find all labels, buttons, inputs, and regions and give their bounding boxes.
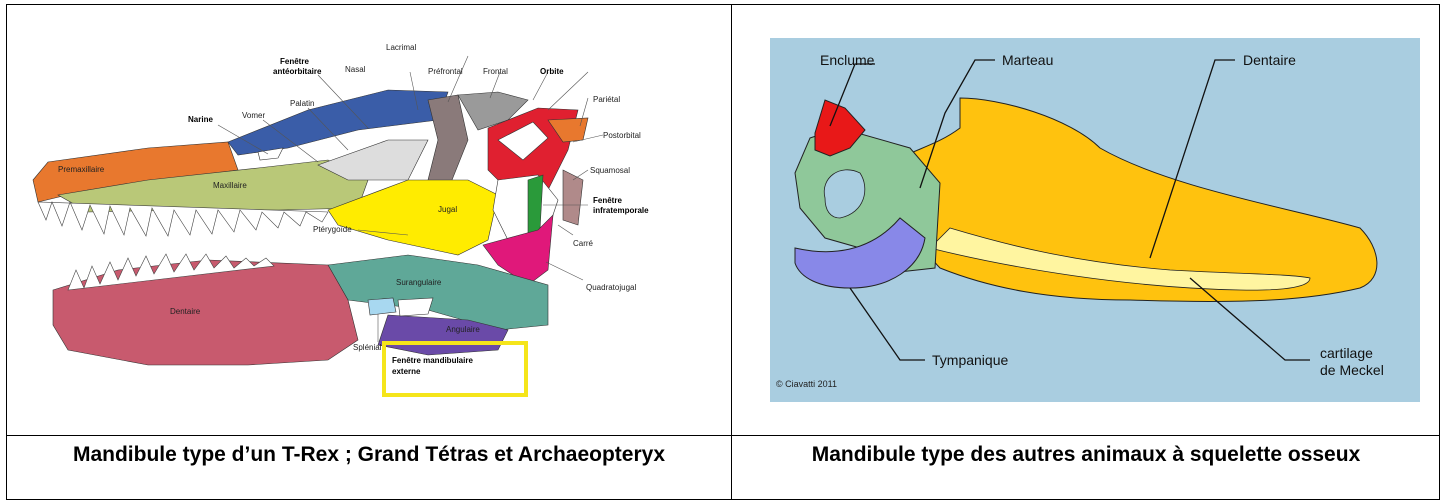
label-pterygoide: Ptérygoïde — [313, 225, 352, 234]
column-divider — [731, 4, 732, 500]
label-prefrontal: Préfrontal — [428, 67, 463, 76]
credit-text: © Ciavatti 2011 — [776, 379, 837, 389]
squamosal-bone — [563, 170, 583, 225]
label-fenetre-mandibulaire-2: externe — [392, 367, 421, 376]
label-cartilage-1: cartilage — [1320, 345, 1373, 361]
splenial-bone — [368, 298, 396, 315]
label-dentaire: Dentaire — [170, 307, 201, 316]
label-carre: Carré — [573, 239, 594, 248]
label-squamosal: Squamosal — [590, 166, 630, 175]
label-maxillaire: Maxillaire — [213, 181, 247, 190]
label-angulaire: Angulaire — [446, 325, 480, 334]
label-cartilage-2: de Meckel — [1320, 362, 1384, 378]
label-postorbital: Postorbital — [603, 131, 641, 140]
label-marteau: Marteau — [1002, 52, 1053, 68]
mandibular-fenestra — [398, 298, 433, 316]
label-surangulaire: Surangulaire — [396, 278, 442, 287]
row-divider — [6, 435, 1440, 436]
label-frontal: Frontal — [483, 67, 508, 76]
label-fenetre-infratemporale-1: Fenêtre — [593, 196, 622, 205]
label-narine: Narine — [188, 115, 213, 124]
label-fenetre-mandibulaire-1: Fenêtre mandibulaire — [392, 356, 473, 365]
lacrimal-bone — [428, 95, 468, 190]
label-lacrimal: Lacrimal — [386, 43, 416, 52]
label-enclume: Enclume — [820, 52, 875, 68]
label-premaxillaire: Premaxillaire — [58, 165, 105, 174]
label-fenetre-anteorbitaire-2: antéorbitaire — [273, 67, 322, 76]
trex-skull-diagram: Fenêtre antéorbitaire Lacrimal Nasal Pré… — [28, 30, 718, 420]
label-splenial: Splénial — [353, 343, 382, 352]
label-tympanique: Tympanique — [932, 352, 1008, 368]
dentaire-bone — [53, 260, 358, 365]
caption-left: Mandibule type d’un T-Rex ; Grand Tétras… — [10, 442, 728, 468]
label-fenetre-anteorbitaire-1: Fenêtre — [280, 57, 309, 66]
label-quadratojugal: Quadratojugal — [586, 283, 636, 292]
label-fenetre-infratemporale-2: infratemporale — [593, 206, 649, 215]
label-nasal: Nasal — [345, 65, 366, 74]
label-orbite: Orbite — [540, 67, 564, 76]
label-jugal: Jugal — [438, 205, 457, 214]
label-vomer: Vomer — [242, 111, 265, 120]
caption-right: Mandibule type des autres animaux à sque… — [736, 442, 1436, 468]
label-dentaire-right: Dentaire — [1243, 52, 1296, 68]
label-palatin: Palatin — [290, 99, 314, 108]
label-parietal: Pariétal — [593, 95, 620, 104]
mammal-jaw-diagram: Enclume Marteau Dentaire Tympanique cart… — [770, 38, 1420, 402]
